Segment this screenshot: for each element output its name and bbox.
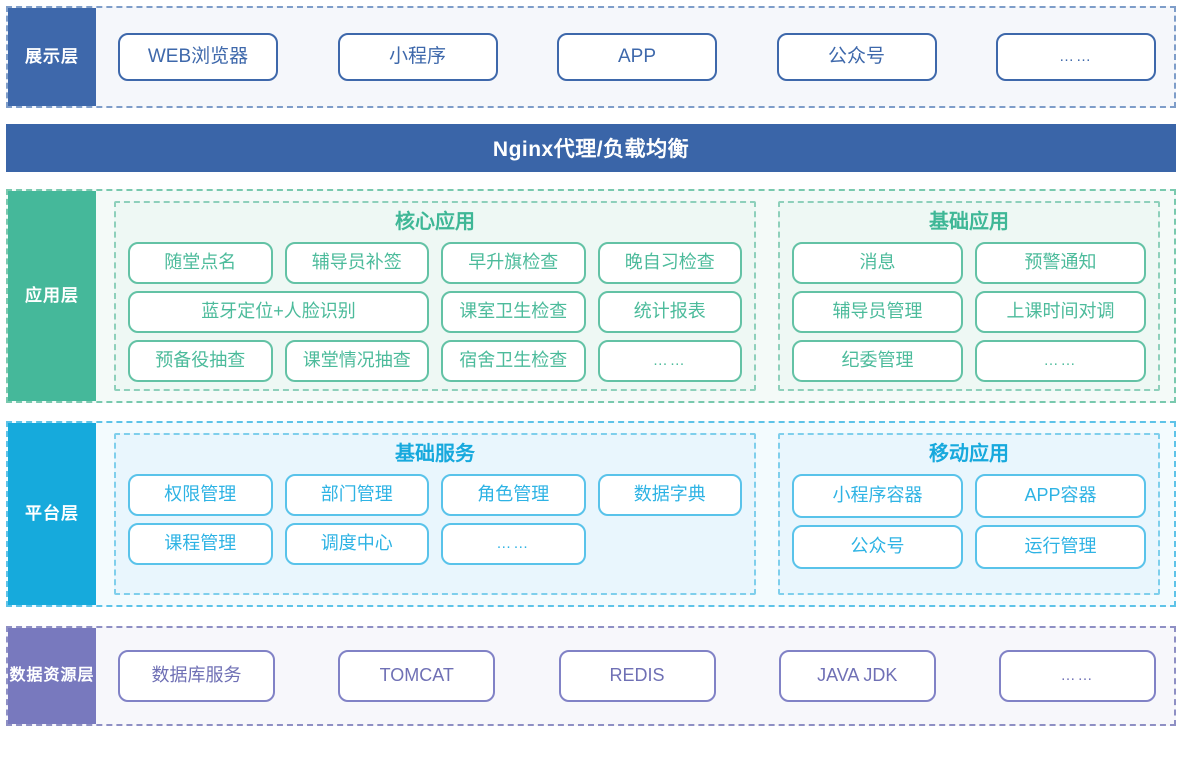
data-node-more[interactable]: …… bbox=[999, 650, 1156, 702]
presentation-layer-label: 展示层 bbox=[8, 8, 96, 106]
presentation-node-miniprogram[interactable]: 小程序 bbox=[337, 33, 498, 81]
core-node-class-status-spot-check[interactable]: 课堂情况抽查 bbox=[284, 340, 429, 382]
basic-application-title: 基础应用 bbox=[929, 211, 1009, 233]
core-node-morning-flag-check[interactable]: 早升旗检查 bbox=[441, 242, 586, 284]
core-node-more[interactable]: …… bbox=[597, 340, 742, 382]
basic-node-more[interactable]: …… bbox=[975, 340, 1146, 382]
application-layer: 应用层 核心应用 随堂点名 辅导员补签 早升旗检查 晚自习检查 蓝牙定位+人脸识… bbox=[6, 189, 1176, 403]
mobile-node-operation-management[interactable]: 运行管理 bbox=[975, 525, 1146, 569]
basic-node-alert-notification[interactable]: 预警通知 bbox=[975, 242, 1146, 284]
basic-application-group: 基础应用 消息 预警通知 辅导员管理 上课时间对调 纪委管理 …… bbox=[778, 201, 1160, 391]
platform-layer-label: 平台层 bbox=[8, 423, 96, 605]
core-node-dorm-hygiene-check[interactable]: 宿舍卫生检查 bbox=[441, 340, 586, 382]
presentation-node-official-account[interactable]: 公众号 bbox=[776, 33, 937, 81]
mobile-node-miniprogram-container[interactable]: 小程序容器 bbox=[792, 474, 963, 518]
basic-service-grid: 权限管理 部门管理 角色管理 数据字典 课程管理 调度中心 …… bbox=[128, 474, 742, 582]
platform-layer-body: 基础服务 权限管理 部门管理 角色管理 数据字典 课程管理 调度中心 …… 移动… bbox=[96, 423, 1174, 605]
core-application-grid: 随堂点名 辅导员补签 早升旗检查 晚自习检查 蓝牙定位+人脸识别 课室卫生检查 … bbox=[128, 242, 742, 382]
service-node-permission-management[interactable]: 权限管理 bbox=[128, 474, 273, 516]
service-node-role-management[interactable]: 角色管理 bbox=[441, 474, 586, 516]
presentation-node-more[interactable]: …… bbox=[996, 33, 1156, 81]
core-node-evening-study-check[interactable]: 晚自习检查 bbox=[597, 242, 742, 284]
mobile-application-grid: 小程序容器 APP容器 公众号 运行管理 bbox=[792, 474, 1146, 582]
basic-node-discipline-management[interactable]: 纪委管理 bbox=[792, 340, 963, 382]
presentation-node-web-browser[interactable]: WEB浏览器 bbox=[118, 33, 278, 81]
data-resource-layer-body: 数据库服务 TOMCAT REDIS JAVA JDK …… bbox=[96, 628, 1174, 724]
presentation-node-app[interactable]: APP bbox=[557, 33, 717, 81]
basic-node-message[interactable]: 消息 bbox=[792, 242, 963, 284]
basic-service-group: 基础服务 权限管理 部门管理 角色管理 数据字典 课程管理 调度中心 …… bbox=[114, 433, 756, 595]
data-resource-layer-label: 数据资源层 bbox=[8, 628, 96, 724]
data-node-tomcat[interactable]: TOMCAT bbox=[338, 650, 496, 702]
core-application-group: 核心应用 随堂点名 辅导员补签 早升旗检查 晚自习检查 蓝牙定位+人脸识别 课室… bbox=[114, 201, 756, 391]
core-node-classroom-hygiene-check[interactable]: 课室卫生检查 bbox=[441, 291, 586, 333]
application-layer-label: 应用层 bbox=[8, 191, 96, 401]
mobile-application-title: 移动应用 bbox=[929, 443, 1009, 465]
nginx-proxy-bar: Nginx代理/负载均衡 bbox=[6, 124, 1176, 172]
service-node-course-management[interactable]: 课程管理 bbox=[128, 523, 273, 565]
service-node-department-management[interactable]: 部门管理 bbox=[284, 474, 429, 516]
basic-application-grid: 消息 预警通知 辅导员管理 上课时间对调 纪委管理 …… bbox=[792, 242, 1146, 382]
application-layer-body: 核心应用 随堂点名 辅导员补签 早升旗检查 晚自习检查 蓝牙定位+人脸识别 课室… bbox=[96, 191, 1174, 401]
basic-service-title: 基础服务 bbox=[395, 443, 475, 465]
basic-node-class-time-swap[interactable]: 上课时间对调 bbox=[975, 291, 1146, 333]
basic-node-counselor-management[interactable]: 辅导员管理 bbox=[792, 291, 963, 333]
data-resource-layer: 数据资源层 数据库服务 TOMCAT REDIS JAVA JDK …… bbox=[6, 626, 1176, 726]
service-node-data-dictionary[interactable]: 数据字典 bbox=[597, 474, 742, 516]
core-node-reserve-duty-spot-check[interactable]: 预备役抽查 bbox=[128, 340, 273, 382]
service-node-more[interactable]: …… bbox=[441, 523, 586, 565]
core-application-title: 核心应用 bbox=[395, 211, 475, 233]
core-node-counselor-supplement-sign[interactable]: 辅导员补签 bbox=[284, 242, 429, 284]
presentation-layer: 展示层 WEB浏览器 小程序 APP 公众号 …… bbox=[6, 6, 1176, 108]
core-node-bluetooth-face-recognition[interactable]: 蓝牙定位+人脸识别 bbox=[128, 291, 429, 333]
service-node-scheduling-center[interactable]: 调度中心 bbox=[284, 523, 429, 565]
data-node-java-jdk[interactable]: JAVA JDK bbox=[778, 650, 936, 702]
core-node-statistics-report[interactable]: 统计报表 bbox=[597, 291, 742, 333]
core-node-roll-call[interactable]: 随堂点名 bbox=[128, 242, 273, 284]
mobile-node-app-container[interactable]: APP容器 bbox=[975, 474, 1146, 518]
presentation-layer-body: WEB浏览器 小程序 APP 公众号 …… bbox=[96, 8, 1174, 106]
data-node-redis[interactable]: REDIS bbox=[558, 650, 716, 702]
mobile-node-official-account[interactable]: 公众号 bbox=[792, 525, 963, 569]
mobile-application-group: 移动应用 小程序容器 APP容器 公众号 运行管理 bbox=[778, 433, 1160, 595]
platform-layer: 平台层 基础服务 权限管理 部门管理 角色管理 数据字典 课程管理 调度中心 …… bbox=[6, 421, 1176, 607]
data-node-database-service[interactable]: 数据库服务 bbox=[118, 650, 275, 702]
